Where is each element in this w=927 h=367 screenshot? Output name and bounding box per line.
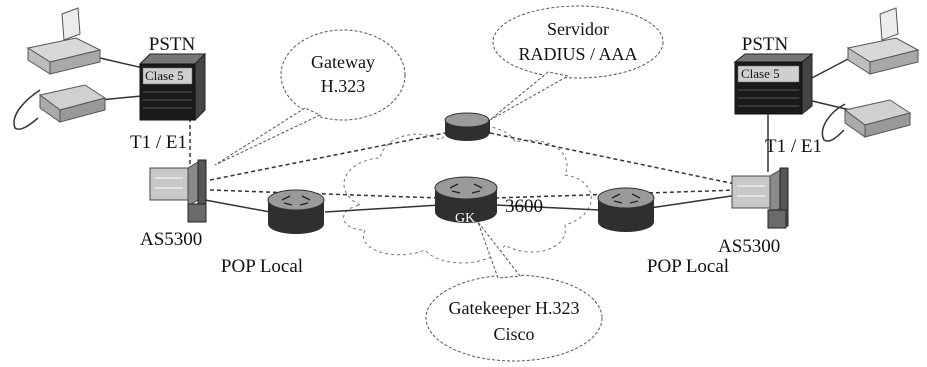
gatekeeper-label-line2: Cisco [493, 324, 534, 344]
pop-left-router [267, 189, 325, 234]
gateway-label-line1: Gateway [311, 52, 375, 72]
switch-right-label: Clase 5 [741, 66, 780, 81]
pstn-switch-left: PSTN Clase 5 [138, 34, 207, 122]
pop-left-label: POP Local [221, 256, 303, 277]
t1e1-right-label: T1 / E1 [765, 136, 822, 157]
switch-right-to-fax-line [807, 57, 851, 81]
radius-callout: Servidor RADIUS / AAA [489, 5, 664, 121]
pop-right-to-as-right-line [649, 194, 739, 209]
fax-left-icon [26, 7, 102, 75]
phone-left-icon [13, 84, 107, 130]
radius-label-line2: RADIUS / AAA [518, 44, 637, 64]
as5300-right-device [731, 167, 789, 229]
switch-left-label: Clase 5 [145, 68, 184, 83]
gk-to-pop-right-line [494, 204, 601, 211]
switch-right-to-phone-line [807, 99, 851, 111]
gateway-callout: Gateway H.323 [214, 29, 406, 166]
radius-to-as-right-line [489, 132, 741, 186]
fax-right-icon [846, 7, 920, 75]
pstn-switch-right: PSTN Clase 5 [733, 34, 814, 116]
as5300-left-label: AS5300 [140, 229, 202, 250]
radius-label-line1: Servidor [547, 19, 609, 39]
router-3600-label: 3600 [505, 196, 543, 217]
pstn-left-label: PSTN [149, 34, 196, 55]
as-left-to-pop-left-line [204, 199, 271, 213]
as5300-right-label: AS5300 [718, 236, 780, 257]
gateway-label-line2: H.323 [321, 76, 366, 96]
gatekeeper-callout: Gatekeeper H.323 Cisco [425, 221, 603, 362]
pop-right-label: POP Local [647, 256, 729, 277]
t1e1-left-label: T1 / E1 [130, 132, 187, 153]
phone-right-icon [821, 99, 912, 142]
as-left-to-gk-line [209, 189, 441, 199]
gk-tag-label: GK [455, 211, 475, 226]
gatekeeper-label-line1: Gatekeeper H.323 [449, 298, 580, 318]
radius-server [444, 112, 490, 141]
pop-right-router [597, 187, 655, 232]
as-left-to-radius-line [209, 132, 446, 181]
pop-left-to-gk-line [324, 204, 441, 213]
as5300-left-device [149, 159, 207, 223]
pstn-right-label: PSTN [742, 34, 789, 55]
gk-3600-router: GK [434, 176, 498, 226]
